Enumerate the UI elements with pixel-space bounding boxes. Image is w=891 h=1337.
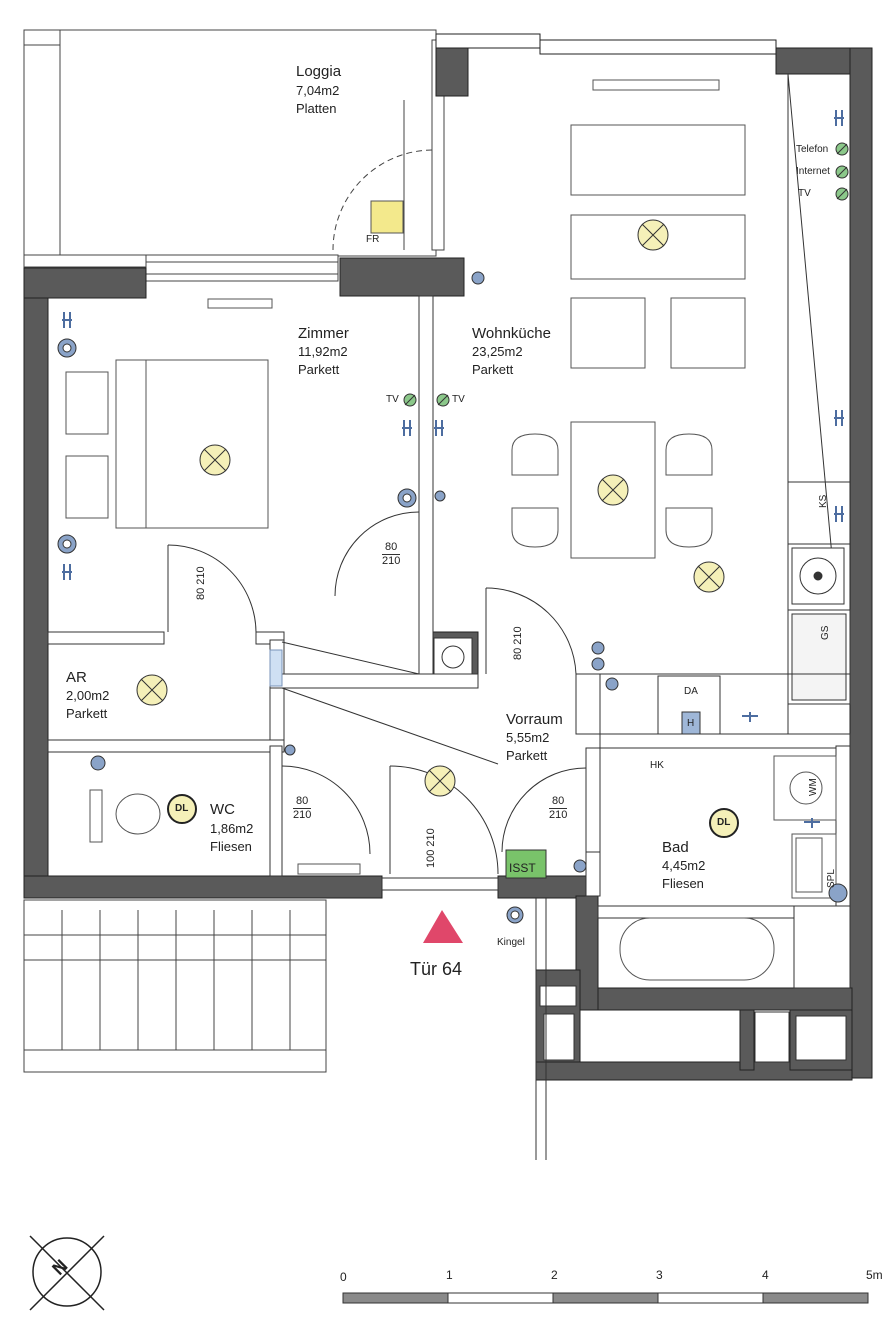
loggia-name: Loggia [296,63,342,80]
scale-tick-5: 5m [866,1268,883,1282]
scale-tick-2: 2 [551,1268,558,1282]
fr-box [370,200,404,234]
scale-tick-3: 3 [656,1268,663,1282]
entrance-threshold [381,877,547,1160]
outlets [57,271,848,924]
dl-wc-label: DL [175,803,189,814]
scale-bar [342,1292,869,1304]
wohnkueche-name: Wohnküche [472,325,551,342]
h-label: H [687,718,695,729]
door-dim-zimmer: 80 210 [195,566,207,600]
door-swings [167,511,587,875]
telefon-label: Telefon [796,144,829,155]
da-label: DA [684,686,698,697]
door-dim-vorraum: 80 210 [512,626,524,660]
kingel-label: Kingel [497,937,525,948]
bad-area: 4,45m2 [662,858,706,873]
fr-label: FR [366,234,380,245]
zimmer-name: Zimmer [298,325,349,342]
zimmer-area: 11,92m2 [298,344,348,359]
ar-area: 2,00m2 [66,688,110,703]
north-compass [29,1235,105,1311]
wm-label: WM [808,778,819,796]
furniture [65,79,837,981]
h-box [681,711,701,735]
dl-bad-fixture [709,808,739,838]
loggia-floor: Platten [296,101,337,116]
dl-bad-label: DL [717,817,731,828]
ar-floor: Parkett [66,706,108,721]
door-dim-entrance: 100 210 [425,828,437,868]
bad-floor: Fliesen [662,876,704,891]
spl-label: SPL [826,869,837,888]
wohnkueche-area: 23,25m2 [472,344,523,359]
hk-label: HK [650,760,664,771]
tv-label-left: TV [386,394,399,405]
loggia-area [23,29,437,282]
ks-label: KS [818,494,829,508]
bad-name: Bad [662,839,689,856]
wc-floor: Fliesen [210,839,252,854]
scale-tick-1: 1 [446,1268,453,1282]
tv-sockets [403,142,849,407]
ceiling-lights [136,219,725,797]
dl-wc-fixture [167,794,197,824]
isst-box [505,849,547,879]
entrance-marker [423,910,463,943]
internet-label: Internet [796,166,830,177]
wc-name: WC [210,801,235,818]
kitchen-counter [600,73,851,735]
vorraum-floor: Parkett [506,748,548,763]
vorraum-name: Vorraum [506,711,563,728]
ar-name: AR [66,669,87,686]
tv-label-right: TV [452,394,465,405]
scale-tick-4: 4 [762,1268,769,1282]
entrance-label: Tür 64 [410,959,463,979]
stairs [23,899,327,1073]
vorraum-area: 5,55m2 [506,730,550,745]
zimmer-floor: Parkett [298,362,340,377]
wc-area: 1,86m2 [210,821,254,836]
isst-label: ISST [509,861,536,875]
scale-tick-0: 0 [340,1270,347,1284]
tv-label: TV [798,188,811,199]
loggia-area: 7,04m2 [296,83,340,98]
gs-label: GS [820,625,831,640]
wohnkueche-floor: Parkett [472,362,514,377]
